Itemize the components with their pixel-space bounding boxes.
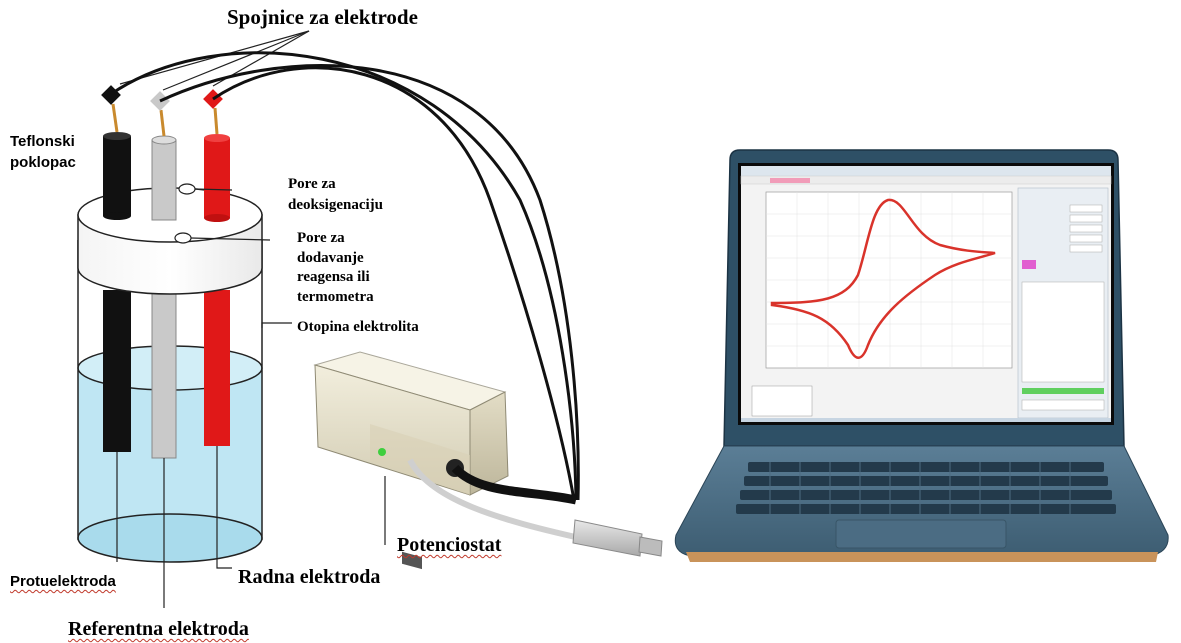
label-working-electrode: Radna elektroda xyxy=(238,566,381,588)
reference-electrode-body xyxy=(151,289,177,459)
label-reference-electrode: Referentna elektroda xyxy=(68,618,249,640)
power-led-icon xyxy=(378,448,386,456)
label-electrolyte: Otopina elektrolita xyxy=(297,319,419,335)
laptop-keyboard xyxy=(736,462,1116,514)
voltammogram-curve xyxy=(770,198,996,359)
pore-deoxygenation xyxy=(178,183,196,195)
usb-port-icon xyxy=(402,551,422,570)
counter-electrode-body xyxy=(103,290,131,452)
label-teflon-cover: Teflonski poklopac xyxy=(10,133,76,171)
electrochemical-cell xyxy=(77,30,310,608)
laptop-touchpad xyxy=(835,519,1007,549)
label-potentiostat: Potenciostat xyxy=(397,534,502,556)
electrode-cables xyxy=(110,51,580,501)
potentiostat-device xyxy=(313,351,663,570)
usb-plug-icon xyxy=(572,519,643,557)
label-connectors: Spojnice za elektrode xyxy=(227,5,418,29)
working-electrode-body xyxy=(204,290,230,446)
label-counter-electrode: Protuelektroda xyxy=(10,573,116,590)
label-pores-deoxygenation: Pore za deoksigenaciju xyxy=(288,176,384,213)
pore-reagent xyxy=(174,232,192,244)
laptop xyxy=(674,149,1169,562)
laptop-screen xyxy=(740,166,1112,422)
label-pores-reagent: Pore za dodavanje reagensa ili termometr… xyxy=(297,230,374,305)
